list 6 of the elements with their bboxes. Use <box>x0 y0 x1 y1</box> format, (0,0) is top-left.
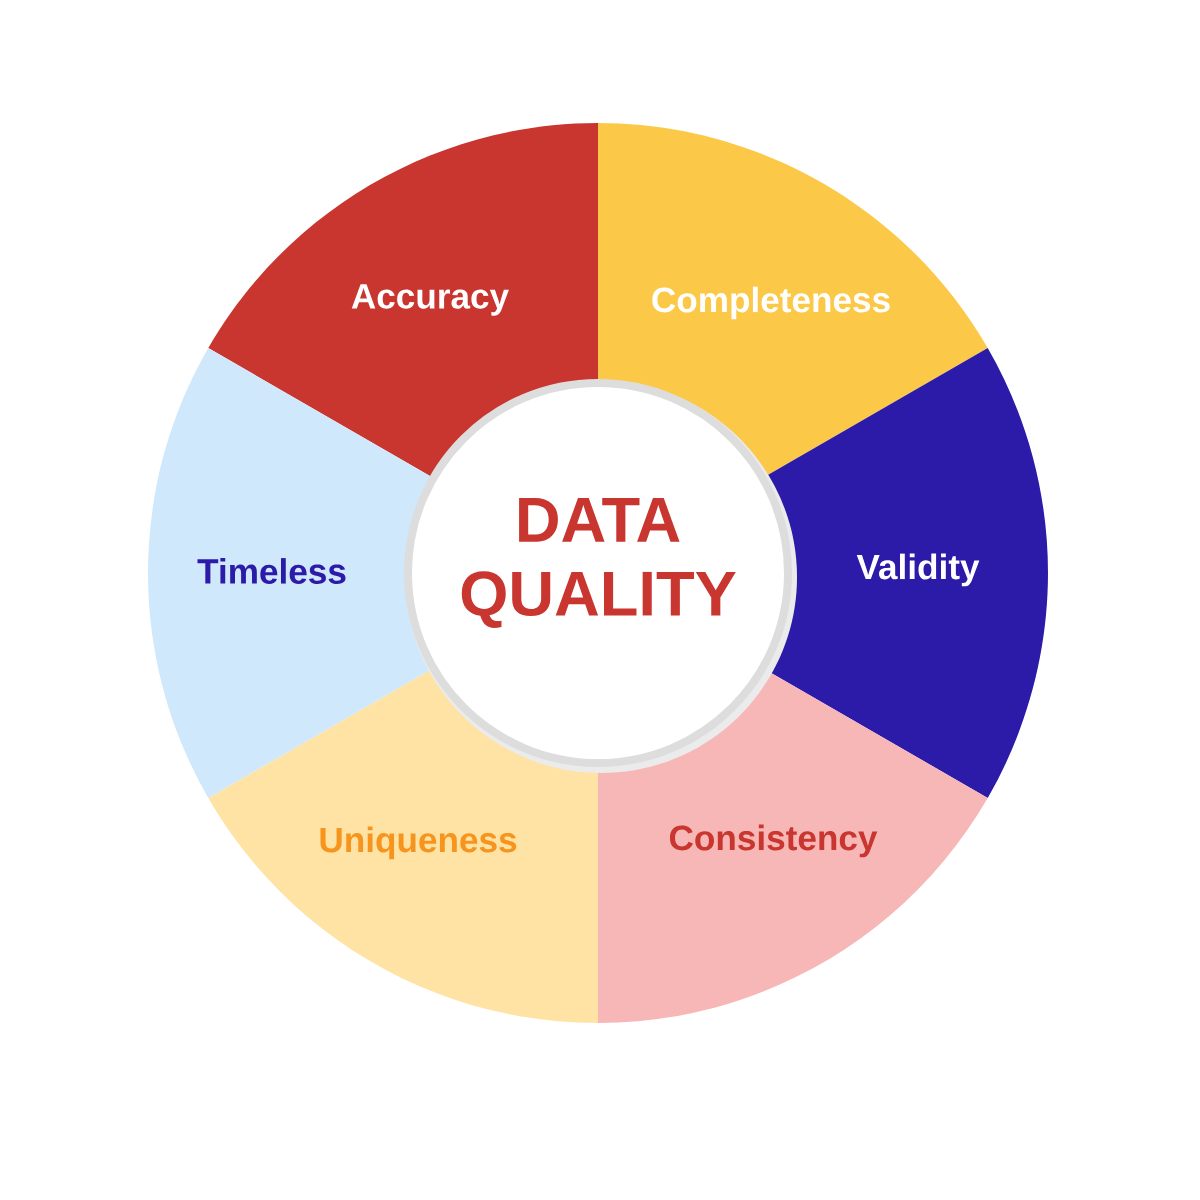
ring-segment: Uniqueness <box>208 668 598 1023</box>
ring-segment: Timeless <box>148 348 434 798</box>
ring-segment: Completeness <box>598 123 988 478</box>
ring-segment: Consistency <box>598 668 988 1023</box>
ring-segment: Validity <box>762 348 1048 798</box>
ring-segment: Accuracy <box>208 123 598 478</box>
